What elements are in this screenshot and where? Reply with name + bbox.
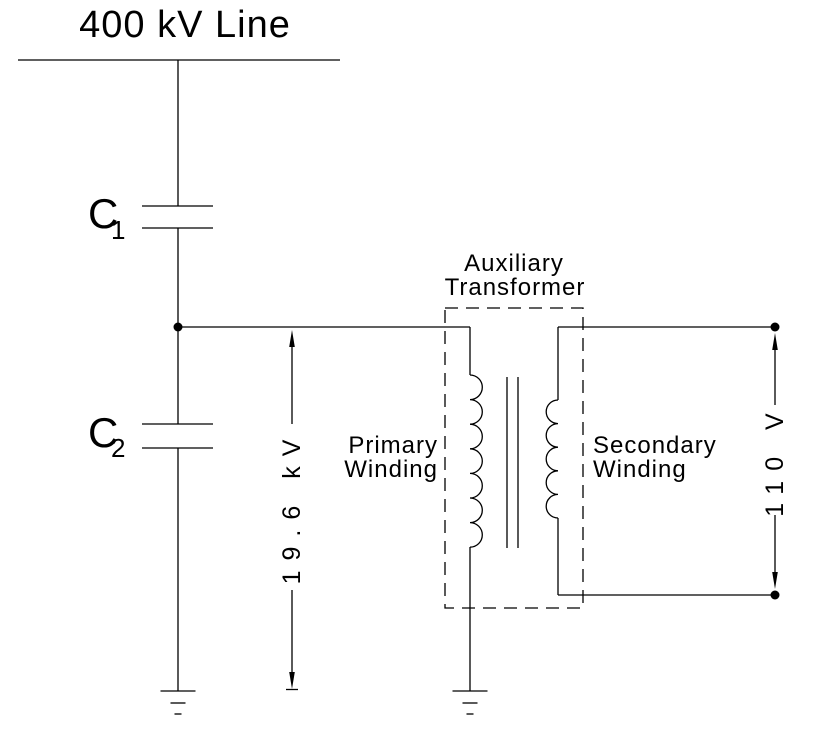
secondary-top-node [770,322,780,332]
aux-transformer-label-line2: Transformer [445,274,586,301]
secondary-winding-coil [545,399,559,519]
c2-label: C [88,409,118,456]
up-arrowhead [289,330,295,347]
c1-subscript: 1 [111,215,125,245]
capacitor-c2: C 2 [88,409,213,463]
aux-transformer-label-line1: Auxiliary [464,250,564,277]
dimension-110v: 110 V [761,333,789,589]
dimension-19-6kv: 19.6 kV [278,330,306,691]
secondary-winding-label-line2: Winding [593,456,687,483]
up-arrowhead [772,333,778,350]
line-title: 400 kV Line [79,4,291,46]
secondary-winding-label-line1: Secondary [593,432,717,459]
circuit-graphics: 400 kV Line C 1 C 2 [18,4,789,715]
dimension-label-110v: 110 V [761,403,789,516]
auxiliary-transformer: Auxiliary Transformer [444,250,586,691]
primary-winding-label-line2: Winding [344,456,438,483]
c1-label: C [88,190,118,237]
primary-winding-coil [469,374,483,548]
capacitor-c1: C 1 [88,190,213,245]
down-arrowhead [289,672,295,689]
aux-transformer-box [444,307,584,609]
junction-node [173,322,183,332]
c2-subscript: 2 [111,433,125,463]
secondary-bottom-node [770,590,780,600]
primary-winding-label-line1: Primary [348,432,438,459]
down-arrowhead [772,572,778,589]
ground-symbol-right [452,690,488,715]
ground-symbol-left [160,690,196,715]
dimension-label-19-6kv: 19.6 kV [278,430,306,585]
